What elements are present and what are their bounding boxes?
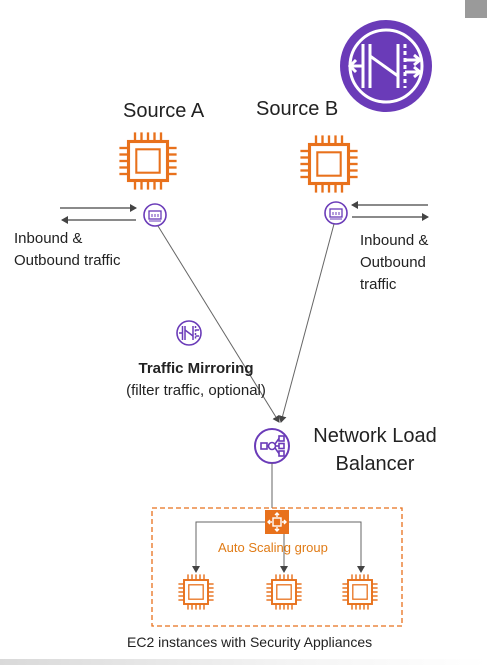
asg-boundary [151, 507, 403, 627]
nlb-label: Network Load Balancer [300, 422, 450, 478]
left-traffic-label: Inbound & Outbound traffic [14, 228, 120, 272]
traffic-mirroring-subtitle: (filter traffic, optional) [126, 382, 266, 399]
traffic-mirroring-service-icon [340, 20, 432, 112]
mirror-lines [157, 223, 335, 423]
left-traffic-arrows [60, 204, 137, 224]
source-b-label: Source B [256, 98, 339, 120]
left-traffic-line-1: Inbound & [14, 230, 83, 247]
right-traffic-line-1: Inbound & [360, 232, 429, 249]
right-traffic-arrows [351, 201, 429, 221]
nlb-label-line-2: Balancer [335, 453, 415, 475]
source-a-eni-icon [143, 203, 167, 227]
source-a-label: Source A [123, 100, 205, 122]
asg-label: Auto Scaling group [218, 540, 328, 555]
asg-icon [265, 510, 289, 534]
source-b-ec2-icon [298, 133, 360, 195]
ec2-caption: EC2 instances with Security Appliances [127, 634, 373, 650]
left-traffic-line-2: Outbound traffic [14, 252, 121, 269]
right-traffic-label: Inbound & Outbound traffic [360, 230, 428, 296]
appliance-ec2-3-icon [341, 573, 379, 611]
traffic-mirroring-title: Traffic Mirroring [138, 360, 254, 377]
right-traffic-line-2: Outbound [360, 254, 426, 271]
right-traffic-line-3: traffic [360, 276, 397, 293]
appliance-ec2-2-icon [265, 573, 303, 611]
source-a-ec2-icon [117, 130, 179, 192]
appliance-ec2-1-icon [177, 573, 215, 611]
asg-distribution-lines [192, 521, 365, 573]
slide-corner-tab [465, 0, 487, 18]
slide-bottom-shadow [0, 659, 487, 665]
nlb-icon [254, 428, 290, 464]
nlb-label-line-1: Network Load [313, 425, 437, 447]
source-b-eni-icon [324, 201, 348, 225]
traffic-mirroring-small-icon [176, 320, 202, 346]
traffic-mirroring-label: Traffic Mirroring (filter traffic, optio… [108, 358, 284, 402]
